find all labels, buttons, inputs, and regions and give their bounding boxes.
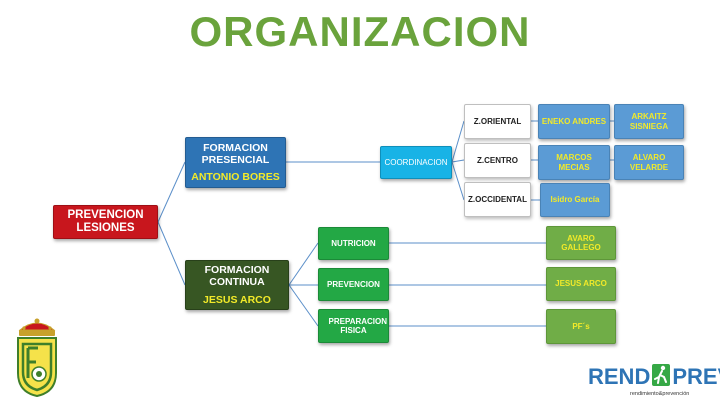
node-person-marcos: MARCOS MECIAS: [538, 145, 610, 180]
node-owner-prevencion: JESUS ARCO: [546, 267, 616, 301]
node-person-eneko: ENEKO ANDRES: [538, 104, 610, 139]
node-formacion-presencial: FORMACION PRESENCIAL ANTONIO BORES: [185, 137, 286, 188]
zone-oriental-label: Z.ORIENTAL: [473, 116, 522, 126]
node-zone-oriental: Z.ORIENTAL: [464, 104, 531, 139]
page-title: ORGANIZACION: [189, 8, 531, 55]
zone-centro-label: Z.CENTRO: [477, 155, 518, 165]
node-root: PREVENCION LESIONES: [53, 205, 158, 239]
node-continua-lead: JESUS ARCO: [203, 293, 271, 306]
node-owner-preparacion: PF´s: [546, 309, 616, 344]
person-label: ALVARO VELARDE: [629, 153, 669, 172]
brand-wordmark: REND PREV: [588, 364, 720, 390]
node-person-isidro: Isidro García: [540, 183, 610, 217]
rendprev-logo: REND PREV rendimiento&prevención: [588, 364, 720, 400]
brand-left: REND: [588, 364, 651, 389]
connector-coordinacion-centro: [451, 159, 465, 163]
connector-root-presencial: [157, 161, 186, 223]
node-person-alvaro: ALVARO VELARDE: [614, 145, 684, 180]
node-zone-occidental: Z.OCCIDENTAL: [464, 182, 531, 217]
node-area-nutricion: NUTRICION: [318, 227, 389, 260]
node-coordinacion-label: COORDINACION: [384, 157, 448, 167]
runner-icon: [652, 364, 671, 386]
federation-crest-logo: [17, 318, 57, 398]
brand-right: PREV: [672, 364, 720, 389]
shield-icon: [17, 337, 57, 398]
node-presencial-lead: ANTONIO BORES: [191, 171, 280, 184]
owner-label: AVARO GALLEGO: [561, 233, 601, 252]
person-label: ARKAITZ SISNIEGA: [629, 112, 669, 131]
connector-root-continua: [157, 221, 186, 286]
person-label: ENEKO ANDRES: [541, 116, 607, 126]
node-coordinacion: COORDINACION: [380, 146, 452, 179]
node-area-prevencion: PREVENCION: [318, 268, 389, 301]
node-presencial-label: FORMACION PRESENCIAL: [201, 141, 270, 166]
node-zone-centro: Z.CENTRO: [464, 143, 531, 178]
connector-continua-preparacion: [288, 284, 319, 327]
area-preparacion-label: PREPARACION FISICA: [328, 316, 388, 335]
zone-occidental-label: Z.OCCIDENTAL: [468, 194, 527, 204]
connector-coordinacion-oriental: [451, 120, 465, 163]
node-root-label: PREVENCION LESIONES: [67, 208, 144, 234]
owner-label: JESUS ARCO: [555, 279, 607, 289]
node-owner-nutricion: AVARO GALLEGO: [546, 226, 616, 260]
owner-label: PF´s: [572, 321, 590, 331]
person-label: MARCOS MECIAS: [556, 153, 592, 172]
crown-icon: [18, 318, 56, 336]
node-formacion-continua: FORMACION CONTINUA JESUS ARCO: [185, 260, 289, 310]
brand-tagline: rendimiento&prevención: [630, 391, 690, 397]
area-prevencion-label: PREVENCION: [327, 279, 380, 289]
person-label: Isidro García: [550, 195, 600, 205]
area-nutricion-label: NUTRICION: [331, 238, 376, 248]
node-area-preparacion: PREPARACION FISICA: [318, 309, 389, 343]
node-continua-label: FORMACION CONTINUA: [204, 264, 270, 289]
connector-continua-nutricion: [288, 242, 319, 286]
connector-coordinacion-occidental: [451, 161, 465, 201]
node-person-arkaitz: ARKAITZ SISNIEGA: [614, 104, 684, 139]
